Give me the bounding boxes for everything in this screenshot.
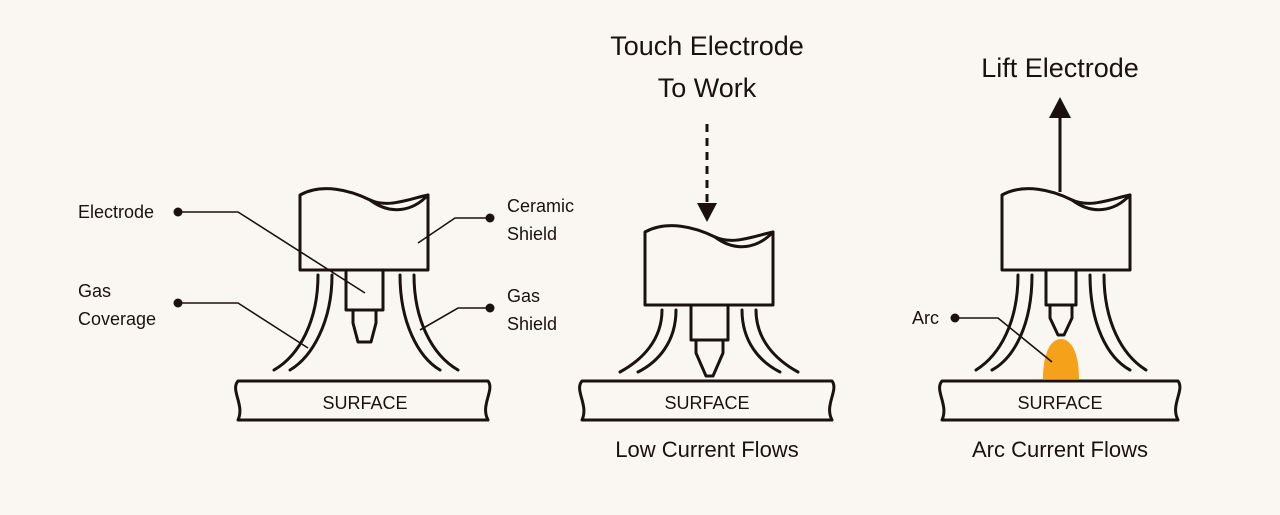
surface-plate: SURFACE: [234, 379, 492, 422]
torch-head: [298, 187, 430, 272]
electrode: [344, 268, 385, 344]
surface-label: SURFACE: [1017, 393, 1102, 413]
callout-gas-coverage: Gas Coverage: [78, 281, 309, 349]
callout-gas-shield: Gas Shield: [419, 286, 557, 334]
panel-3-caption: Arc Current Flows: [972, 437, 1148, 462]
panel-2-touch-to-work: Touch Electrode To Work SURFACE Low Curr…: [578, 31, 836, 462]
label-gas-shield-line2: Shield: [507, 314, 557, 334]
electrode: [689, 303, 730, 378]
label-gas-coverage-line2: Coverage: [78, 309, 156, 329]
label-gas-coverage-line1: Gas: [78, 281, 111, 301]
label-arc: Arc: [912, 308, 939, 328]
label-ceramic-line1: Ceramic: [507, 196, 574, 216]
panel-2-title-line2: To Work: [658, 73, 757, 103]
label-ceramic-line2: Shield: [507, 224, 557, 244]
gas-flow-lines: [618, 308, 800, 374]
callout-ceramic-shield: Ceramic Shield: [417, 196, 574, 244]
callout-electrode: Electrode: [78, 202, 366, 294]
arc-glow: [1043, 339, 1079, 379]
torch-head: [643, 224, 775, 307]
panel-2-title-line1: Touch Electrode: [610, 31, 804, 61]
surface-plate: SURFACE: [578, 379, 836, 422]
panel-3-lift-electrode: Lift Electrode SURFACE: [912, 53, 1182, 462]
panel-2-caption: Low Current Flows: [615, 437, 798, 462]
surface-label: SURFACE: [664, 393, 749, 413]
torch-head: [1000, 187, 1132, 272]
panel-1-torch-anatomy: SURFACE Electrode Ceramic Shield Gas Cov…: [78, 187, 574, 422]
down-arrow-icon: [697, 124, 717, 222]
callout-arc: Arc: [912, 308, 1053, 363]
up-arrow-icon: [1049, 97, 1071, 192]
label-gas-shield-line1: Gas: [507, 286, 540, 306]
surface-label: SURFACE: [322, 393, 407, 413]
electrode: [1044, 268, 1078, 337]
panel-3-title: Lift Electrode: [981, 53, 1139, 83]
label-electrode: Electrode: [78, 202, 154, 222]
gas-flow-lines: [272, 273, 460, 372]
surface-plate: SURFACE: [938, 379, 1182, 422]
